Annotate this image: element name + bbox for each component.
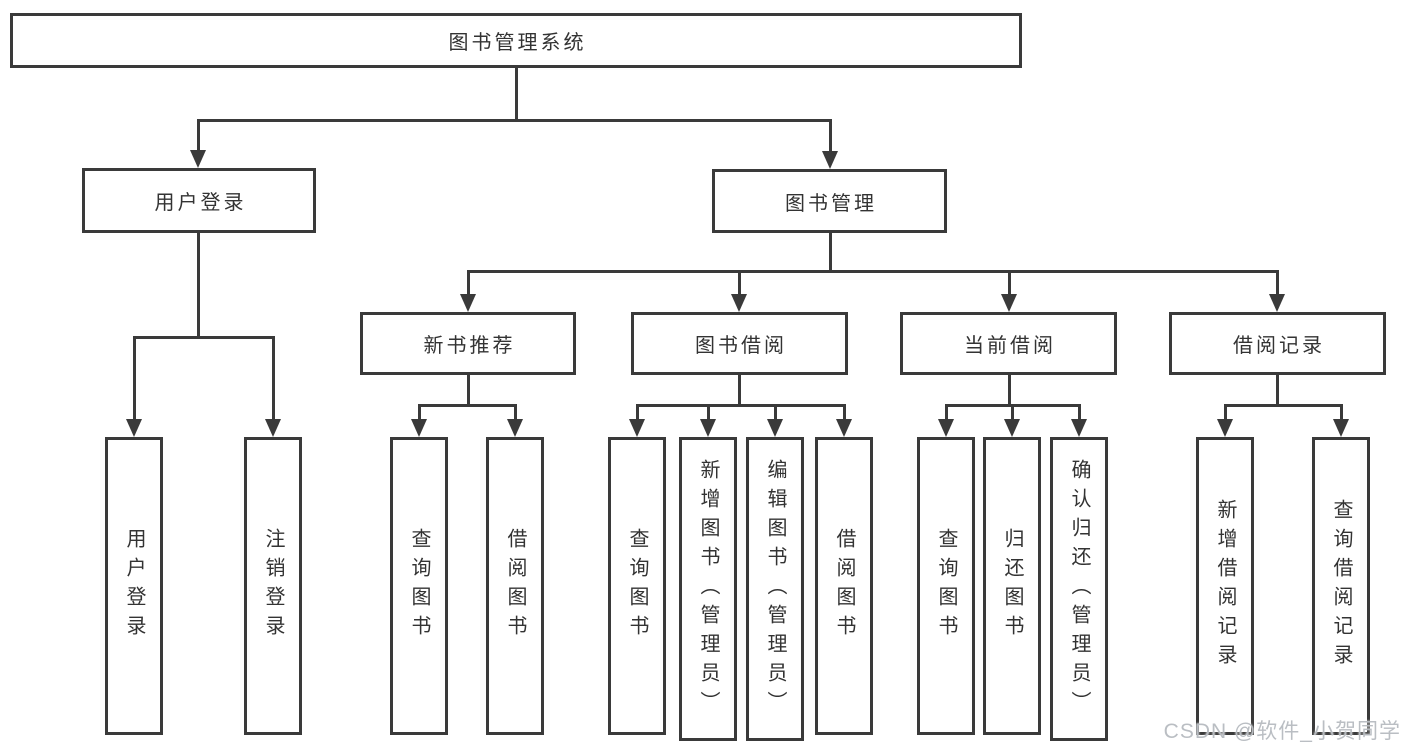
connector-line [828, 233, 832, 272]
connector-line [196, 233, 200, 339]
leaf-confirm-return-admin: 确认归还（管理员） [1050, 437, 1108, 741]
arrow-down-icon [460, 294, 476, 312]
connector-line [132, 337, 136, 421]
leaf-add-book-admin: 新增图书（管理员） [679, 437, 737, 741]
connector-line [773, 405, 777, 421]
arrow-down-icon [507, 419, 523, 437]
leaf-query-books-2-label: 查询图书 [626, 528, 648, 644]
connector-line [1007, 271, 1011, 296]
arrow-down-icon [1333, 419, 1349, 437]
connector-line [635, 403, 846, 407]
leaf-add-book-admin-label: 新增图书（管理员） [697, 458, 719, 720]
connector-line [635, 405, 639, 421]
leaf-edit-book-admin-label: 编辑图书（管理员） [764, 458, 786, 720]
connector-line [1077, 405, 1081, 421]
leaf-query-borrow-record: 查询借阅记录 [1312, 437, 1370, 735]
connector-line [1275, 271, 1279, 296]
connector-line [1339, 405, 1343, 421]
leaf-query-books-label: 查询图书 [408, 528, 430, 644]
node-library-system-label: 图书管理系统 [448, 32, 587, 54]
leaf-return-book: 归还图书 [983, 437, 1041, 735]
connector-line [706, 405, 710, 421]
connector-line [196, 120, 200, 152]
arrow-down-icon [265, 419, 281, 437]
connector-line [842, 405, 846, 421]
arrow-down-icon [1004, 419, 1020, 437]
leaf-user-login-label: 用户登录 [123, 528, 145, 644]
leaf-borrow-books-label: 借阅图书 [504, 528, 526, 644]
connector-line [1010, 405, 1014, 421]
leaf-borrow-book-label: 借阅图书 [833, 528, 855, 644]
node-borrow-records-label: 借阅记录 [1233, 335, 1325, 357]
arrow-down-icon [767, 419, 783, 437]
leaf-logout-label: 注销登录 [262, 528, 284, 644]
node-user-login: 用户登录 [82, 168, 316, 233]
leaf-query-books-3: 查询图书 [917, 437, 975, 735]
connector-line [417, 405, 421, 421]
node-book-management: 图书管理 [712, 169, 947, 233]
connector-line [513, 405, 517, 421]
arrow-down-icon [1071, 419, 1087, 437]
connector-line [466, 269, 1279, 273]
leaf-edit-book-admin: 编辑图书（管理员） [746, 437, 804, 741]
node-borrow-records: 借阅记录 [1169, 312, 1386, 375]
arrow-down-icon [1001, 294, 1017, 312]
connector-line [271, 337, 275, 421]
connector-line [1007, 375, 1011, 407]
arrow-down-icon [700, 419, 716, 437]
connector-line [828, 120, 832, 153]
connector-line [737, 375, 741, 407]
leaf-borrow-book: 借阅图书 [815, 437, 873, 735]
connector-line [196, 118, 832, 122]
node-library-system: 图书管理系统 [10, 13, 1022, 68]
connector-line [417, 403, 517, 407]
leaf-query-books: 查询图书 [390, 437, 448, 735]
watermark: CSDN @软件_小贺同学 [1163, 720, 1401, 743]
arrow-down-icon [411, 419, 427, 437]
arrow-down-icon [938, 419, 954, 437]
leaf-borrow-books: 借阅图书 [486, 437, 544, 735]
arrow-down-icon [629, 419, 645, 437]
leaf-add-borrow-record-label: 新增借阅记录 [1214, 499, 1236, 673]
leaf-query-books-3-label: 查询图书 [935, 528, 957, 644]
connector-line [466, 271, 470, 296]
arrow-down-icon [1269, 294, 1285, 312]
node-new-book-recommend-label: 新书推荐 [423, 335, 516, 357]
arrow-down-icon [126, 419, 142, 437]
arrow-down-icon [190, 150, 206, 168]
node-book-borrow: 图书借阅 [631, 312, 848, 375]
node-new-book-recommend: 新书推荐 [360, 312, 576, 375]
connector-line [944, 405, 948, 421]
node-user-login-label: 用户登录 [154, 192, 247, 214]
node-book-management-label: 图书管理 [785, 192, 877, 215]
connector-line [466, 375, 470, 407]
arrow-down-icon [822, 151, 838, 169]
leaf-query-borrow-record-label: 查询借阅记录 [1330, 499, 1352, 673]
connector-line [514, 68, 518, 121]
connector-line [132, 335, 275, 339]
arrow-down-icon [731, 294, 747, 312]
leaf-query-books-2: 查询图书 [608, 437, 666, 735]
connector-line [1275, 375, 1279, 407]
connector-line [737, 271, 741, 296]
leaf-return-book-label: 归还图书 [1001, 528, 1023, 644]
leaf-confirm-return-admin-label: 确认归还（管理员） [1068, 458, 1090, 720]
connector-line [1223, 405, 1227, 421]
leaf-logout: 注销登录 [244, 437, 302, 735]
leaf-user-login: 用户登录 [105, 437, 163, 735]
node-current-borrow-label: 当前借阅 [964, 335, 1056, 357]
connector-line [1223, 403, 1343, 407]
arrow-down-icon [1217, 419, 1233, 437]
arrow-down-icon [836, 419, 852, 437]
node-current-borrow: 当前借阅 [900, 312, 1117, 375]
node-book-borrow-label: 图书借阅 [695, 335, 787, 357]
leaf-add-borrow-record: 新增借阅记录 [1196, 437, 1254, 735]
